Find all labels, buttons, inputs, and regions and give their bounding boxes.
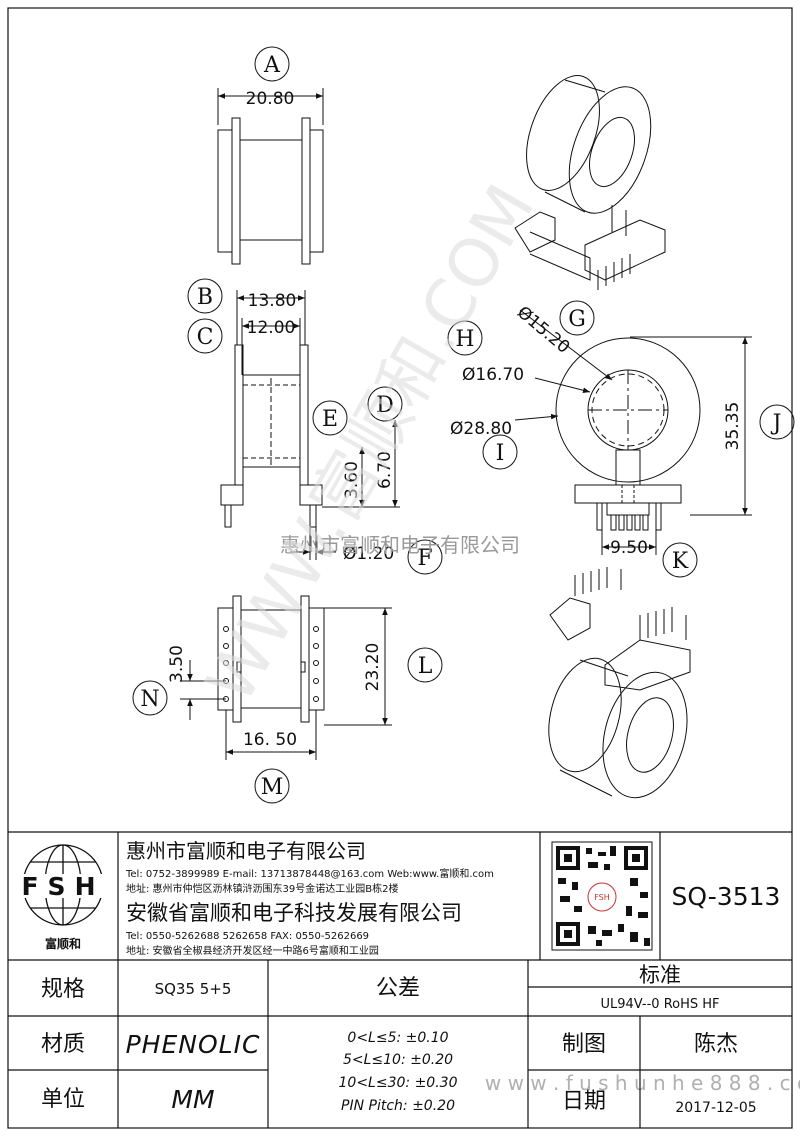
bottom-view xyxy=(132,595,443,804)
spec-label: 规格 xyxy=(41,977,85,1002)
unit-value: MM xyxy=(171,1085,214,1114)
label-m: M xyxy=(261,775,284,800)
part-number: SQ-3513 xyxy=(672,882,781,911)
label-a-bubble xyxy=(254,46,290,82)
isometric-view-upper xyxy=(514,75,666,290)
title-block xyxy=(8,831,792,1128)
sheet-border xyxy=(7,7,793,1129)
company2-address: 地址: 安徽省全椒县经济开发区经一中路6号富顺和工业园 xyxy=(126,944,379,957)
drawn-value: 陈杰 xyxy=(694,1032,738,1057)
label-d: D xyxy=(376,393,394,418)
standard-label: 标准 xyxy=(639,963,681,987)
label-b: B xyxy=(197,285,213,310)
dimension-f-value: Ø1.20 xyxy=(343,544,394,564)
label-i: I xyxy=(496,441,505,466)
unit-label: 单位 xyxy=(41,1087,85,1112)
dimension-c-value: 12.00 xyxy=(247,318,296,338)
company1-tel: Tel: 0752-3899989 E-mail: 13713878448@16… xyxy=(125,867,494,880)
drawn-label: 制图 xyxy=(562,1032,606,1057)
qr-code xyxy=(551,841,653,951)
company2-name: 安徽省富顺和电子科技发展有限公司 xyxy=(126,901,462,925)
dimension-e-value: 3.60 xyxy=(342,461,362,499)
dimension-b-value: 13.80 xyxy=(248,291,297,311)
date-label: 日期 xyxy=(562,1089,606,1114)
material-label: 材质 xyxy=(41,1032,85,1057)
dimension-d-value: 6.70 xyxy=(375,451,395,489)
company1-name: 惠州市富顺和电子有限公司 xyxy=(126,839,366,863)
tolerance-label: 公差 xyxy=(376,976,420,1001)
dimension-l-value: 23.20 xyxy=(363,643,383,692)
label-k: K xyxy=(672,549,689,574)
watermark-site: w w w . f u s h u n h e 8 8 8 . c o m xyxy=(485,1071,800,1095)
qr-center-text: FSH xyxy=(594,893,610,902)
standard-value: UL94V--0 RoHS HF xyxy=(600,997,719,1012)
tolerance-line-2: 5<L≤10: ±0.20 xyxy=(343,1052,453,1068)
label-n: N xyxy=(140,687,159,712)
dimension-j-value: 35.35 xyxy=(723,402,743,451)
tolerance-line-4: PIN Pitch: ±0.20 xyxy=(341,1098,455,1114)
company1-address: 地址: 惠州市仲恺区沥林镇浒沥围东39号金诺达工业园B栋2楼 xyxy=(126,882,399,895)
dimension-a-value: 20.80 xyxy=(246,89,295,109)
dimension-i-value: Ø28.80 xyxy=(450,419,512,439)
logo-text: FSH xyxy=(21,872,104,901)
tolerance-line-3: 10<L≤30: ±0.30 xyxy=(339,1075,458,1091)
label-l: L xyxy=(418,654,433,679)
top-view xyxy=(217,46,324,265)
dimension-m-value: 16. 50 xyxy=(243,730,297,750)
front-view xyxy=(447,300,795,578)
label-f: F xyxy=(417,546,432,571)
dimension-n-value: 3.50 xyxy=(167,645,187,683)
label-h: H xyxy=(455,327,474,352)
material-value: PHENOLIC xyxy=(126,1030,261,1059)
isometric-view-lower xyxy=(548,567,691,799)
dimension-k-value: 9.50 xyxy=(610,538,648,558)
date-value: 2017-12-05 xyxy=(675,1100,756,1116)
label-c: C xyxy=(197,325,214,350)
tolerance-line-1: 0<L≤5: ±0.10 xyxy=(347,1030,448,1046)
label-g: G xyxy=(568,307,586,332)
spec-value: SQ35 5+5 xyxy=(155,980,232,998)
company2-tel: Tel: 0550-5262688 5262658 FAX: 0550-5262… xyxy=(125,931,369,942)
side-view xyxy=(187,278,443,575)
logo-text-backing xyxy=(18,874,110,898)
label-a: A xyxy=(263,53,281,78)
watermark-company: 惠州市富顺和电子有限公司 xyxy=(280,533,520,557)
label-j: J xyxy=(771,411,782,436)
dimension-g-value: Ø15.20 xyxy=(513,303,573,358)
label-e: E xyxy=(322,407,338,432)
logo-subtitle: 富顺和 xyxy=(45,936,81,951)
dimension-h-value: Ø16.70 xyxy=(462,365,524,385)
